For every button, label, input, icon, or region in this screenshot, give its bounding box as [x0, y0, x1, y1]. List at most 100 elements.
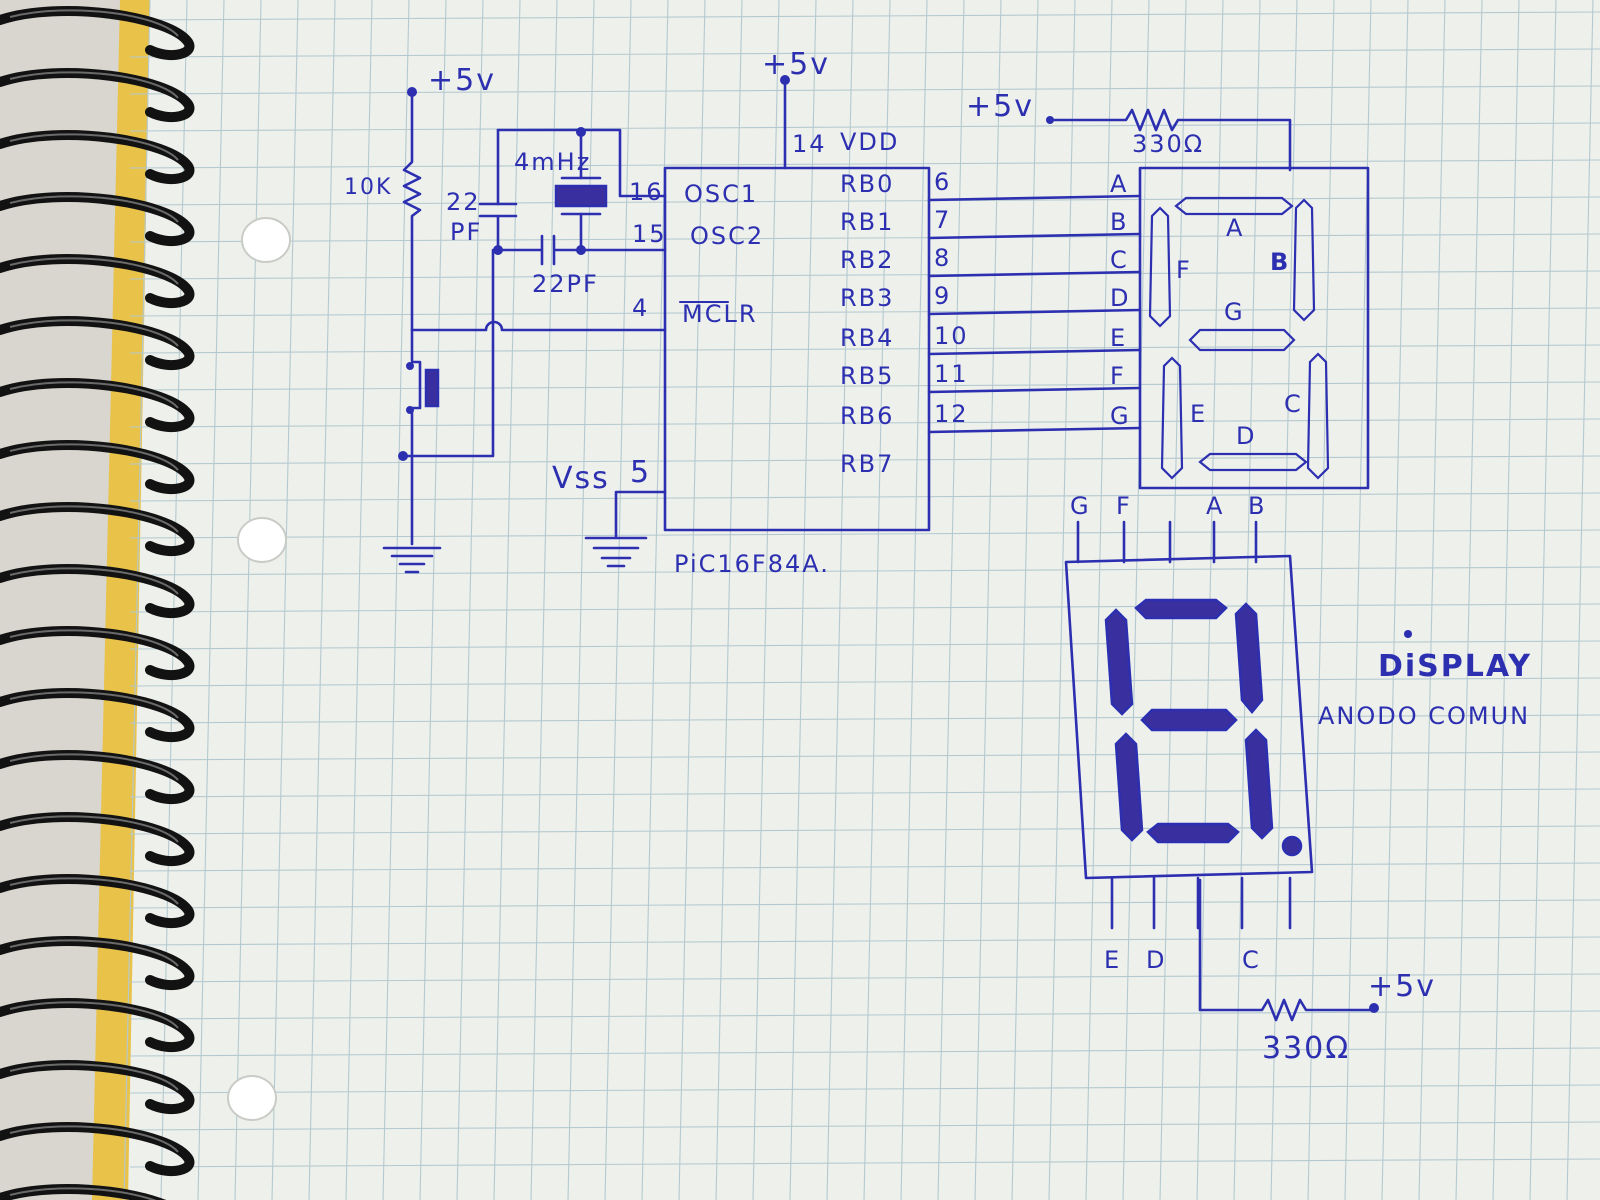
grid-line [129, 1010, 1600, 1020]
reset-switch-button [424, 368, 440, 408]
segment-input-label: E [1110, 324, 1127, 352]
spiral-coil-highlight [9, 319, 179, 347]
ground-icon [584, 536, 648, 568]
vss-pin-number: 5 [630, 455, 651, 490]
grid-line [129, 418, 1600, 428]
ground-icon [382, 546, 442, 574]
pin-number-osc2: 15 [632, 220, 667, 248]
grid-line [129, 196, 1600, 206]
notebook-paper [128, 0, 1600, 1200]
package-segment-f [1104, 608, 1134, 716]
package-segment-c [1244, 728, 1274, 840]
crystal-icon [554, 184, 608, 208]
segment-g-label: G [1224, 298, 1245, 326]
segment-f-shape [1148, 206, 1172, 328]
segment-input-label: C [1110, 246, 1129, 274]
grid-line [129, 751, 1600, 761]
display-subtitle: ANODO COMUN [1318, 702, 1530, 730]
spiral-coil-highlight [9, 629, 179, 657]
package-segment-g [1140, 708, 1238, 732]
segment-e-shape [1160, 356, 1184, 480]
rb-pin-name: RB1 [840, 208, 894, 236]
spiral-coil-highlight [9, 9, 179, 37]
rb-wire [927, 194, 1142, 202]
grid-line [308, 0, 336, 1200]
cap2-label: 22PF [532, 270, 599, 298]
grid-line [129, 640, 1600, 650]
grid-line [493, 0, 521, 1200]
grid-line [1344, 0, 1372, 1200]
grid-line [234, 0, 262, 1200]
pin-number-osc1: 16 [629, 178, 664, 206]
resistor-bottom-icon [1198, 878, 1374, 1022]
rb-wire [927, 426, 1142, 434]
grid-line [1270, 0, 1298, 1200]
crystal-label: 4mHz [514, 148, 591, 176]
resistor-top-label: 330Ω [1132, 130, 1204, 158]
resistor-bottom-label: 330Ω [1262, 1031, 1350, 1066]
grid-line [129, 566, 1600, 576]
rb-pin-number: 11 [934, 360, 969, 388]
segment-e-label: E [1190, 400, 1207, 428]
vcc-label-mclr: +5v [428, 63, 496, 98]
segment-input-label: G [1110, 402, 1131, 430]
spiral-coil-highlight [9, 133, 179, 161]
display-anode-feed-bottom: +5v 330Ω [1198, 878, 1434, 1066]
package-segment-a [1134, 598, 1228, 620]
grid-line [530, 0, 558, 1200]
oscillator-circuit: 22 PF 4mHz 22PF [446, 127, 667, 298]
grid-line [129, 85, 1600, 95]
segment-b-shape [1292, 198, 1316, 322]
grid-line [129, 529, 1600, 539]
grid-line [129, 1158, 1600, 1168]
grid-line [160, 0, 188, 1200]
spiral-coil-highlight [9, 257, 179, 285]
rb-pin-number: 8 [934, 244, 951, 272]
grid-line [345, 0, 373, 1200]
spiral-coil-highlight [9, 1001, 179, 1029]
grid-line [129, 307, 1600, 317]
grid-line [129, 1121, 1600, 1131]
grid-line [129, 603, 1600, 613]
rb-pin-name: RB2 [840, 246, 894, 274]
vdd-pin-number: 14 [792, 130, 827, 158]
segment-c-label: C [1284, 390, 1303, 418]
spiral-coil-highlight [9, 1063, 179, 1091]
cap2-capacitor-icon [496, 234, 667, 266]
grid-line [1492, 0, 1520, 1200]
pin-name-osc2: OSC2 [690, 222, 764, 250]
grid-line [456, 0, 484, 1200]
package-pin-label: E [1104, 946, 1121, 974]
grid-line [129, 344, 1600, 354]
rb-pin-name: RB3 [840, 284, 894, 312]
rb-pin-number: 9 [934, 282, 951, 310]
binder-hole [227, 1075, 277, 1121]
spiral-coil-highlight [9, 71, 179, 99]
grid-line [129, 122, 1600, 132]
grid-line [1529, 0, 1557, 1200]
vcc-label-vdd: +5v [762, 47, 830, 82]
vcc-label-display-top: +5v [966, 89, 1034, 124]
segment-g-shape [1188, 328, 1296, 352]
segment-input-label: D [1110, 284, 1130, 312]
package-segment-e [1114, 732, 1144, 842]
package-pin-label: F [1116, 492, 1132, 520]
mcu-name: PiC16F84A. [674, 550, 830, 578]
grid-line [678, 0, 706, 1200]
grid-line [123, 0, 151, 1200]
reset-switch-contact [406, 362, 414, 370]
grid-line [752, 0, 780, 1200]
grid-line [129, 788, 1600, 798]
seven-segment-box [1138, 166, 1370, 490]
segment-a-label: A [1226, 214, 1244, 242]
grid-line [1381, 0, 1409, 1200]
grid-line [1566, 0, 1594, 1200]
grid-line [419, 0, 447, 1200]
resistor-top-icon [1048, 108, 1292, 172]
rb-wire [927, 270, 1142, 278]
grid-line [129, 11, 1600, 21]
reset-switch-icon [410, 360, 422, 410]
rb-wire [927, 348, 1142, 356]
